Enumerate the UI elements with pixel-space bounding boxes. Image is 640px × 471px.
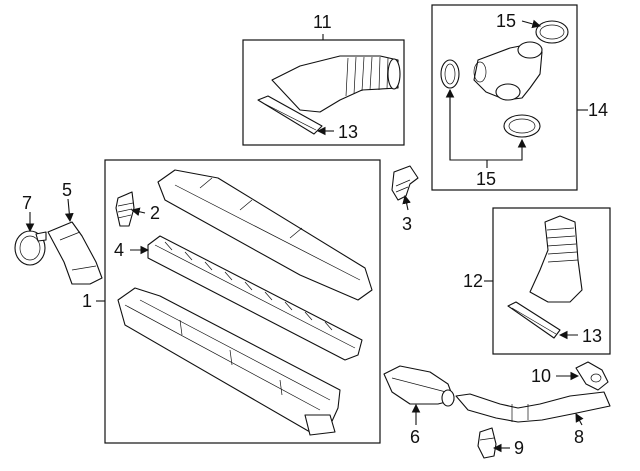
callout-12: 12: [463, 271, 483, 291]
sensor-part-9: [477, 427, 497, 459]
air-cleaner-housing: [117, 287, 341, 436]
callout-13-upper: 13: [338, 122, 358, 142]
bolt-part-3: [391, 165, 419, 201]
callout-14: 14: [588, 100, 608, 120]
callout-10: 10: [531, 366, 551, 386]
callout-7: 7: [22, 193, 32, 213]
clamp-part-15-top: [535, 20, 569, 44]
air-cleaner-cover: [157, 169, 373, 301]
clip-part-10: [575, 361, 609, 391]
callout-1: 1: [82, 291, 92, 311]
callout-15-bottom: 15: [476, 169, 496, 189]
callout-2: 2: [150, 203, 160, 223]
callout-6: 6: [410, 427, 420, 447]
callout-5: 5: [62, 180, 72, 200]
frame-resonator: [431, 4, 578, 191]
air-filter-element: [147, 235, 363, 361]
resonator-part-6: [383, 365, 455, 407]
callout-9: 9: [514, 438, 524, 458]
callout-3: 3: [402, 214, 412, 234]
clamp-part-15-left: [440, 59, 460, 89]
callout-11: 11: [313, 12, 332, 32]
duct-part-11: [257, 55, 401, 135]
callout-4: 4: [114, 240, 124, 260]
hose-part-8: [455, 391, 611, 423]
bolt-part-2: [115, 191, 135, 227]
clamp-part-15-bottom: [503, 114, 541, 138]
callout-labels: 1 2 3 4 5 7 6 8 9 10 11 12 13 13 14 15 1…: [22, 11, 608, 458]
resonator-part-14: [473, 41, 543, 101]
callout-8: 8: [574, 427, 584, 447]
callout-13-lower: 13: [582, 326, 602, 346]
duct-part-5: [47, 221, 103, 285]
duct-part-12: [507, 215, 583, 339]
callout-15-top: 15: [496, 11, 516, 31]
clamp-part-7: [14, 230, 47, 266]
leader-lines: [25, 19, 588, 453]
